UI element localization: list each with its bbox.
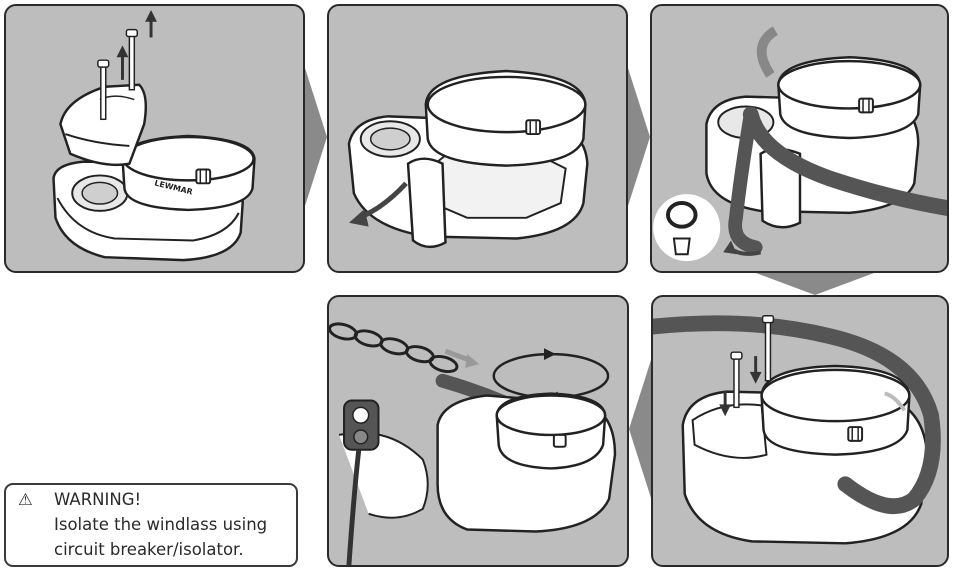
step-arrow-right-2 (628, 68, 650, 206)
step-1-illustration: LEWMAR (6, 6, 303, 271)
warning-line-1: Isolate the windlass using (18, 512, 288, 537)
step-5-illustration (329, 297, 627, 565)
step-5-panel (327, 295, 629, 567)
warning-title: WARNING! (54, 487, 141, 512)
step-3-panel (650, 4, 949, 273)
warning-box: ⚠ WARNING! Isolate the windlass using ci… (4, 483, 298, 567)
step-arrow-right-1 (305, 68, 327, 206)
step-arrow-down (756, 273, 874, 295)
step-2-panel (327, 4, 628, 273)
step-arrow-left (629, 360, 651, 498)
warning-line-2: circuit breaker/isolator. (18, 537, 288, 562)
step-3-illustration (652, 6, 947, 271)
warning-triangle-icon: ⚠ (18, 487, 54, 512)
step-4-panel (651, 295, 949, 567)
step-2-illustration (329, 6, 626, 271)
step-4-illustration (653, 297, 947, 565)
step-1-panel: LEWMAR (4, 4, 305, 273)
